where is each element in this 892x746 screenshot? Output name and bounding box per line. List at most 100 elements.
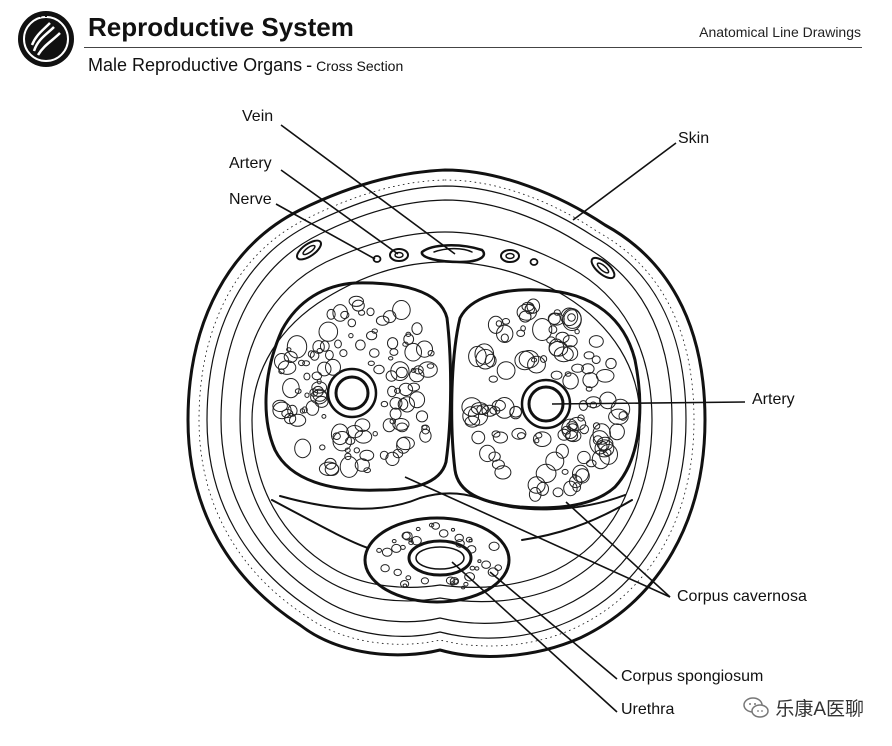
watermark-text: 乐康A医聊 bbox=[775, 699, 864, 720]
tissue-space bbox=[514, 350, 536, 371]
tissue-space bbox=[574, 328, 580, 335]
tissue-space bbox=[354, 418, 371, 433]
tissue-space bbox=[561, 418, 579, 439]
tissue-space bbox=[545, 451, 565, 471]
tissue-space bbox=[418, 361, 438, 378]
tissue-space bbox=[380, 400, 389, 408]
tissue-space bbox=[467, 405, 489, 426]
dorsal-vein-inner bbox=[433, 247, 473, 253]
label-skin: Skin bbox=[678, 130, 709, 147]
leader-vein bbox=[280, 124, 456, 255]
tissue-space bbox=[398, 382, 414, 397]
dorsal-nerve-right bbox=[529, 258, 539, 266]
tissue-space bbox=[427, 350, 435, 357]
chat-bubbles-icon bbox=[743, 696, 770, 718]
label-nerve: Nerve bbox=[229, 191, 272, 208]
spongiosum-space bbox=[481, 560, 492, 569]
tissue-space bbox=[591, 355, 601, 365]
tissue-space bbox=[571, 363, 584, 373]
tissue-space bbox=[366, 307, 375, 317]
tissue-space bbox=[527, 476, 546, 494]
subtitle-separator: - bbox=[306, 55, 313, 75]
leader-nerve bbox=[275, 203, 376, 260]
tissue-space bbox=[396, 437, 411, 454]
spongiosum-space bbox=[445, 576, 456, 585]
tissue-space bbox=[353, 447, 360, 454]
spongiosum-space bbox=[400, 580, 410, 588]
spongiosum-space bbox=[391, 543, 402, 553]
spongiosum-space bbox=[380, 564, 390, 573]
tissue-space bbox=[583, 351, 595, 360]
tissue-space bbox=[408, 391, 426, 409]
tissue-space bbox=[552, 487, 564, 498]
superficial-vein-right-inner bbox=[596, 262, 610, 274]
tissue-space bbox=[577, 414, 585, 422]
tissue-space bbox=[577, 450, 591, 465]
tissue-space bbox=[564, 371, 572, 377]
tissue-space bbox=[303, 372, 311, 381]
tissue-space bbox=[527, 355, 546, 374]
tissue-space bbox=[340, 310, 350, 320]
tissue-space bbox=[411, 322, 423, 336]
tissue-space bbox=[495, 320, 503, 327]
tissue-space bbox=[387, 385, 397, 398]
tissue-space bbox=[518, 310, 532, 323]
tissue-space bbox=[555, 331, 570, 344]
tissue-space bbox=[299, 408, 305, 414]
series-name: Anatomical Line Drawings bbox=[699, 24, 861, 40]
tissue-space bbox=[561, 468, 569, 475]
tissue-space bbox=[312, 340, 325, 354]
tissue-space bbox=[302, 360, 311, 367]
superficial-vein-left-inner bbox=[302, 244, 316, 256]
tissue-space bbox=[307, 350, 315, 358]
spongiosum-space bbox=[376, 547, 383, 553]
tissue-space bbox=[281, 408, 294, 419]
tissue-space bbox=[546, 336, 556, 345]
tissue-space bbox=[550, 370, 563, 380]
spongiosum-space bbox=[465, 536, 473, 543]
spongiosum-space bbox=[449, 577, 460, 586]
tissue-space bbox=[564, 430, 579, 442]
tissue-space bbox=[325, 358, 341, 376]
tissue-space bbox=[509, 405, 522, 420]
tissue-space bbox=[354, 458, 370, 472]
tissue-space bbox=[409, 368, 425, 383]
tissue-space bbox=[325, 350, 334, 361]
tissue-space bbox=[592, 422, 601, 430]
tissue-space bbox=[555, 443, 569, 459]
tissue-space bbox=[491, 430, 501, 438]
spongiosum-space bbox=[466, 545, 477, 554]
tissue-space bbox=[605, 357, 617, 370]
dorsal-vein bbox=[420, 244, 486, 264]
left-cavernosal-artery-lumen bbox=[334, 375, 370, 411]
tissue-space bbox=[385, 451, 400, 466]
tissue-space bbox=[532, 318, 553, 341]
tissue-space bbox=[404, 342, 423, 362]
tissue-space bbox=[392, 300, 411, 320]
tissue-space bbox=[479, 444, 496, 463]
tissue-space bbox=[369, 348, 380, 358]
tissue-space bbox=[388, 356, 394, 361]
tissue-space bbox=[532, 431, 552, 448]
spongiosum-space bbox=[402, 531, 413, 541]
tissue-space bbox=[298, 359, 305, 367]
tissue-space bbox=[319, 340, 330, 352]
tissue-space bbox=[526, 298, 541, 314]
leader-artery-right bbox=[551, 401, 746, 405]
spongiosum-space bbox=[487, 567, 499, 577]
spongiosum-space bbox=[420, 577, 429, 585]
left-corpus-cavernosum bbox=[264, 281, 453, 492]
tissue-space bbox=[582, 372, 599, 389]
tissue-space bbox=[598, 441, 608, 452]
leader-cavernosa-1 bbox=[404, 476, 671, 598]
tissue-space bbox=[426, 363, 435, 369]
label-vein: Vein bbox=[242, 108, 273, 125]
tissue-space bbox=[594, 439, 615, 458]
tissue-space bbox=[470, 402, 489, 415]
leader-cavernosa-2 bbox=[565, 501, 671, 598]
tissue-space bbox=[557, 428, 571, 441]
tissue-space bbox=[609, 423, 625, 441]
tissue-space bbox=[301, 406, 308, 414]
tissue-space bbox=[492, 431, 508, 444]
tissue-space bbox=[595, 369, 615, 383]
